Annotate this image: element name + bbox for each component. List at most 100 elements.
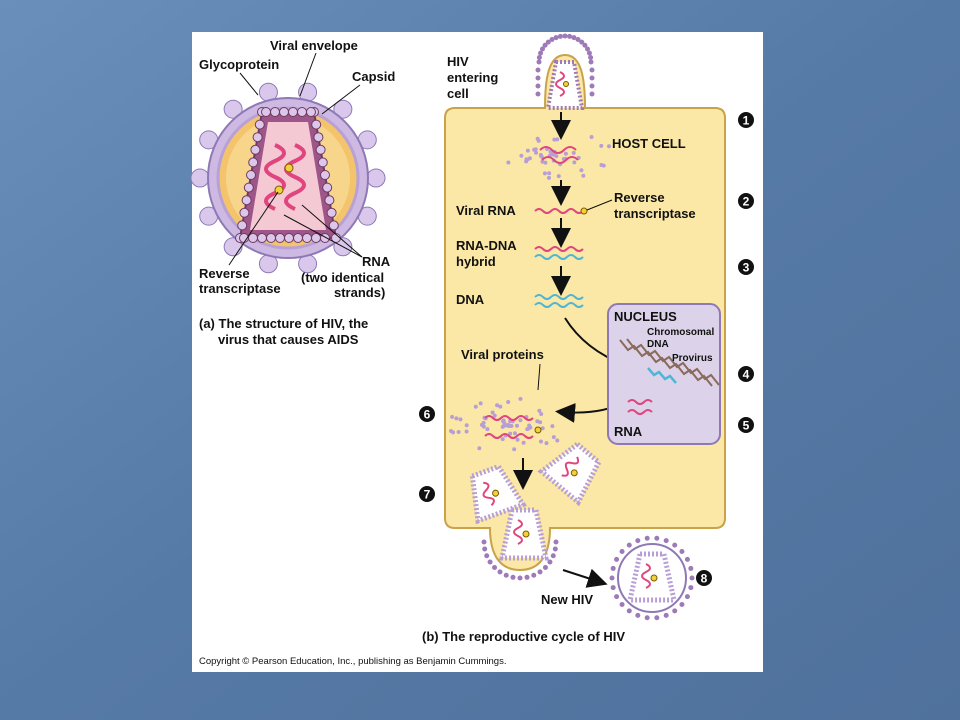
caption-b: (b) The reproductive cycle of HIV	[422, 629, 625, 644]
decor-dot	[626, 608, 632, 614]
label-viral-proteins: Viral proteins	[461, 347, 544, 362]
decor-dot	[535, 83, 541, 89]
provirus	[647, 367, 677, 384]
label-rna-a: (two identical	[301, 270, 384, 285]
label-rna-dna-hybrid: RNA-DNA	[456, 238, 517, 253]
decor-dot	[547, 171, 552, 176]
decor-dot	[585, 46, 591, 52]
decor-dot	[328, 220, 339, 231]
decor-dot	[562, 33, 568, 39]
decor-dot	[517, 575, 523, 581]
decor-dot	[515, 437, 520, 442]
decor-dot	[490, 410, 495, 415]
released-rna	[539, 146, 577, 154]
decor-dot	[266, 233, 276, 243]
decor-dot	[306, 107, 316, 117]
decor-dot	[512, 447, 517, 452]
decor-dot	[524, 574, 530, 580]
leader-line	[537, 363, 541, 391]
step-markers: 1 2 3 4 5 6 7 8	[419, 112, 754, 586]
decor-dot	[684, 594, 690, 600]
decor-dot	[322, 182, 333, 193]
decor-dot	[333, 99, 353, 119]
decor-dot	[551, 435, 556, 440]
decor-dot	[497, 569, 503, 575]
leader-line	[321, 84, 361, 115]
decor-dot	[556, 174, 561, 179]
decor-dot	[535, 67, 541, 73]
decor-dot	[317, 157, 328, 168]
decor-dot	[553, 539, 559, 545]
reverse-transcriptase-enzyme	[274, 185, 284, 195]
hiv-reproductive-cycle-diagram: 1 2 3 4 5 6 7 8 HIV entering cell HOST C…	[419, 33, 754, 644]
decor-dot	[539, 411, 544, 416]
decor-dot	[571, 35, 577, 41]
decor-dot	[503, 572, 509, 578]
hybrid-rna-strand	[534, 246, 584, 252]
decor-dot	[478, 401, 483, 406]
decor-dot	[663, 538, 669, 544]
decor-dot	[537, 408, 542, 413]
decor-dot	[555, 438, 560, 443]
decor-dot	[545, 39, 551, 45]
decor-dot	[672, 542, 678, 548]
decor-dot	[535, 136, 540, 141]
decor-dot	[458, 417, 463, 422]
viral-protein-cloud	[449, 396, 560, 452]
reverse-transcriptase-enzyme	[534, 426, 542, 434]
entry-envelope-dots	[535, 33, 595, 97]
decor-dot	[539, 154, 544, 159]
decor-dot	[510, 574, 516, 580]
decor-dot	[599, 143, 604, 148]
decor-dot	[586, 50, 592, 56]
decor-dot	[663, 612, 669, 618]
released-rna	[541, 156, 579, 164]
decor-dot	[248, 233, 258, 243]
decor-dot	[539, 46, 545, 52]
rna-strand	[264, 143, 286, 211]
decor-dot	[550, 424, 555, 429]
reverse-transcriptase-enzyme	[580, 207, 588, 215]
decor-dot	[538, 50, 544, 56]
decor-dot	[509, 424, 514, 429]
label-rna-a: RNA	[362, 254, 391, 269]
decor-dot	[528, 425, 533, 430]
decor-dot	[614, 556, 620, 562]
decor-dot	[257, 233, 267, 243]
decor-dot	[550, 553, 556, 559]
decor-dot	[544, 441, 549, 446]
decor-dot	[635, 612, 641, 618]
decor-dot	[525, 148, 530, 153]
decor-dot	[588, 59, 594, 65]
label-nucleus: NUCLEUS	[614, 309, 677, 324]
decor-dot	[689, 575, 695, 581]
decor-dot	[549, 36, 555, 42]
label-chromosomal-dna: Chromosomal	[647, 327, 714, 338]
decor-dot	[254, 119, 265, 130]
leader-line	[228, 191, 279, 266]
new-hiv-glycoproteins	[609, 535, 695, 621]
decor-dot	[275, 233, 285, 243]
decor-dot	[644, 535, 650, 541]
decor-dot	[223, 99, 243, 119]
decor-dot	[464, 423, 469, 428]
decor-dot	[536, 59, 542, 65]
step-number: 8	[701, 572, 708, 586]
decor-dot	[320, 170, 330, 180]
decor-dot	[635, 538, 641, 544]
decor-dot	[531, 572, 537, 578]
hiv-structure-diagram: Glycoprotein Viral envelope Capsid Rever…	[190, 38, 395, 347]
decor-dot	[324, 195, 335, 206]
label-hiv-entering: cell	[447, 86, 469, 101]
step-marker: 4	[738, 366, 754, 382]
decor-dot	[477, 446, 482, 451]
decor-dot	[512, 431, 517, 436]
step-marker: 1	[738, 112, 754, 128]
step-number: 7	[424, 488, 431, 502]
leader-line	[586, 199, 613, 211]
flow-arrow	[562, 568, 608, 588]
decor-dot	[500, 437, 505, 442]
label-capsid: Capsid	[352, 69, 395, 84]
label-hiv-entering: HIV	[447, 54, 469, 69]
step-marker: 5	[738, 417, 754, 433]
